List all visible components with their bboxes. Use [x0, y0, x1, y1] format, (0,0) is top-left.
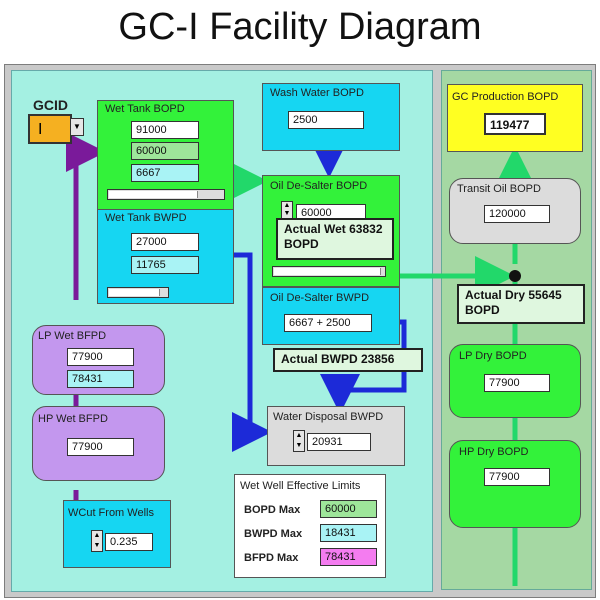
- wash-water-field[interactable]: 2500: [288, 111, 364, 129]
- limits-bopd-value: 60000: [320, 500, 377, 518]
- lp-wet-bfpd-field-2: 78431: [67, 370, 134, 388]
- transit-oil-field[interactable]: 120000: [484, 205, 550, 223]
- lp-dry-field[interactable]: 77900: [484, 374, 550, 392]
- wet-tank-bopd-field-2: 60000: [131, 142, 199, 160]
- desalter-bwpd-label: Oil De-Salter BWPD: [270, 292, 370, 304]
- gcid-dropdown-button[interactable]: ▼: [70, 118, 84, 136]
- junction-dot: [509, 270, 521, 282]
- hp-wet-bfpd-field[interactable]: 77900: [67, 438, 134, 456]
- actual-bwpd-callout: Actual BWPD 23856: [273, 348, 423, 372]
- limits-bfpd-label: BFPD Max: [244, 552, 299, 564]
- bwpd-to-disposal-line: [232, 252, 272, 452]
- gcid-value: I: [38, 121, 43, 138]
- wet-tank-bopd-level-bar: [107, 189, 225, 200]
- wcut-spinner[interactable]: ▲▼: [91, 530, 103, 552]
- limits-bwpd-value: 18431: [320, 524, 377, 542]
- wcut-field[interactable]: 0.235: [105, 533, 153, 551]
- limits-bfpd-value: 78431: [320, 548, 377, 566]
- desalter-bwpd-field[interactable]: 6667 + 2500: [284, 314, 372, 332]
- actual-wet-callout: Actual Wet 63832 BOPD: [276, 218, 394, 260]
- lp-dry-label: LP Dry BOPD: [459, 350, 527, 362]
- wet-tank-bopd-label: Wet Tank BOPD: [105, 103, 185, 115]
- limits-bwpd-label: BWPD Max: [244, 528, 303, 540]
- hp-dry-field[interactable]: 77900: [484, 468, 550, 486]
- water-disposal-field[interactable]: 20931: [307, 433, 371, 451]
- lp-wet-bfpd-field-1[interactable]: 77900: [67, 348, 134, 366]
- wet-tank-bwpd-level-bar: [107, 287, 169, 298]
- wet-tank-bopd-field-3: 6667: [131, 164, 199, 182]
- wet-tank-bopd-field-1[interactable]: 91000: [131, 121, 199, 139]
- transit-oil-label: Transit Oil BOPD: [457, 183, 541, 195]
- hp-wet-bfpd-label: HP Wet BFPD: [38, 413, 108, 425]
- lp-wet-bfpd-label: LP Wet BFPD: [38, 330, 107, 342]
- gc-production-field: 119477: [484, 113, 546, 135]
- water-disposal-spinner[interactable]: ▲▼: [293, 430, 305, 452]
- wcut-label: WCut From Wells: [68, 507, 154, 519]
- wet-tank-bwpd-field-1[interactable]: 27000: [131, 233, 199, 251]
- desalter-bopd-level-bar: [272, 266, 386, 277]
- gcid-select[interactable]: I: [28, 114, 72, 144]
- water-disposal-label: Water Disposal BWPD: [273, 411, 384, 423]
- desalter-bopd-spinner[interactable]: ▲▼: [281, 201, 293, 219]
- gc-production-label: GC Production BOPD: [452, 91, 559, 103]
- wash-water-label: Wash Water BOPD: [270, 87, 364, 99]
- page-title: GC-I Facility Diagram: [118, 6, 482, 48]
- gcid-label: GCID: [33, 97, 68, 113]
- wet-tank-bwpd-label: Wet Tank BWPD: [105, 212, 187, 224]
- limits-bopd-label: BOPD Max: [244, 504, 301, 516]
- wet-tank-bwpd-field-2: 11765: [131, 256, 199, 274]
- hp-dry-label: HP Dry BOPD: [459, 446, 529, 458]
- purple-main-line: [66, 132, 106, 300]
- limits-title: Wet Well Effective Limits: [240, 480, 361, 492]
- desalter-bopd-label: Oil De-Salter BOPD: [270, 180, 368, 192]
- actual-dry-callout: Actual Dry 55645 BOPD: [457, 284, 585, 324]
